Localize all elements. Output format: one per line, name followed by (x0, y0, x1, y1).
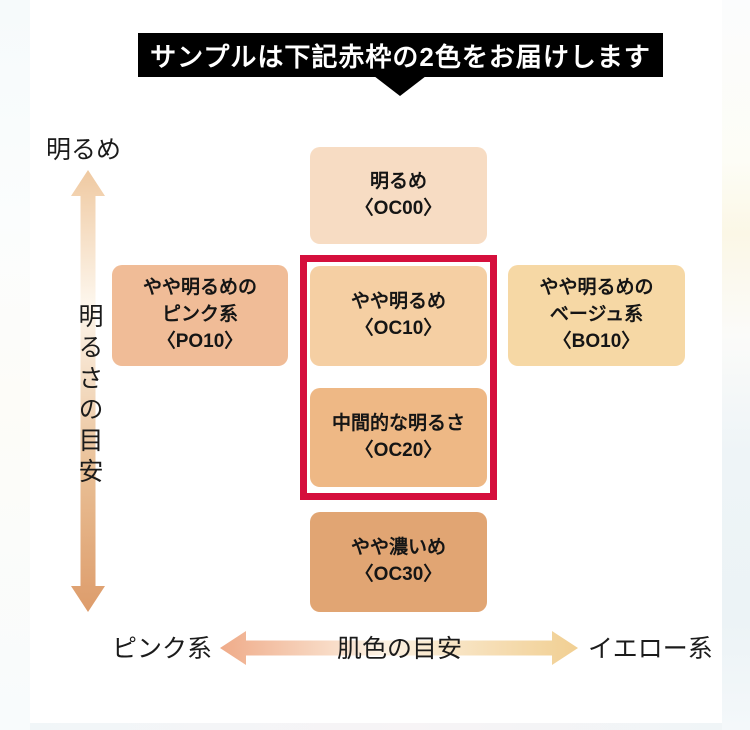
sample-highlight-red-frame (300, 255, 497, 500)
adjacent-image-edge-right (722, 0, 750, 730)
y-axis-title: 明るさの目安 (75, 303, 103, 489)
shade-name-2: ベージュ系 (549, 304, 644, 326)
adjacent-image-edge-bottom (30, 723, 722, 730)
shade-code: 〈OC20〉 (354, 439, 443, 461)
shade-box-po10: やや明るめの ピンク系 〈PO10〉 (112, 265, 288, 366)
sample-notice-text: サンプルは下記赤枠の2色をお届けします (150, 41, 651, 72)
shade-code: 〈OC00〉 (354, 197, 443, 219)
y-axis-top-label: 明るめ (46, 136, 122, 164)
sample-notice-banner: サンプルは下記赤枠の2色をお届けします (138, 33, 663, 77)
adjacent-image-edge-left (0, 0, 30, 730)
shade-box-bo10: やや明るめの ベージュ系 〈BO10〉 (508, 265, 685, 366)
skin-tone-axis-arrow (220, 631, 578, 665)
shade-name-2: ピンク系 (161, 304, 238, 326)
shade-code: 〈OC30〉 (354, 564, 443, 585)
shade-code: 〈OC10〉 (354, 318, 443, 339)
shade-box-oc20: 中間的な明るさ 〈OC20〉 (310, 388, 487, 487)
x-axis-title: 肌色の目安 (337, 635, 463, 663)
shade-name: 明るめ (369, 170, 427, 192)
x-axis-left-label: ピンク系 (112, 635, 213, 663)
shade-box-oc00: 明るめ 〈OC00〉 (310, 147, 487, 244)
shade-name: やや明るめの (539, 277, 654, 299)
shade-box-oc30: やや濃いめ 〈OC30〉 (310, 512, 487, 612)
x-axis-right-label: イエロー系 (588, 635, 713, 663)
shade-name: やや明るめ (350, 291, 446, 313)
banner-pointer-triangle (374, 76, 426, 96)
skin-tone-arrow-shape (220, 631, 578, 665)
banner-pointer-shape (374, 76, 426, 96)
shade-code: 〈BO10〉 (552, 330, 641, 352)
brightness-axis-arrow (71, 170, 105, 612)
shade-box-oc10: やや明るめ 〈OC10〉 (310, 266, 487, 366)
brightness-arrow-shape (71, 170, 105, 612)
shade-name: やや濃いめ (350, 537, 446, 559)
shade-code: 〈PO10〉 (156, 330, 244, 352)
shade-name: 中間的な明るさ (331, 412, 465, 434)
shade-name: やや明るめの (142, 277, 257, 299)
